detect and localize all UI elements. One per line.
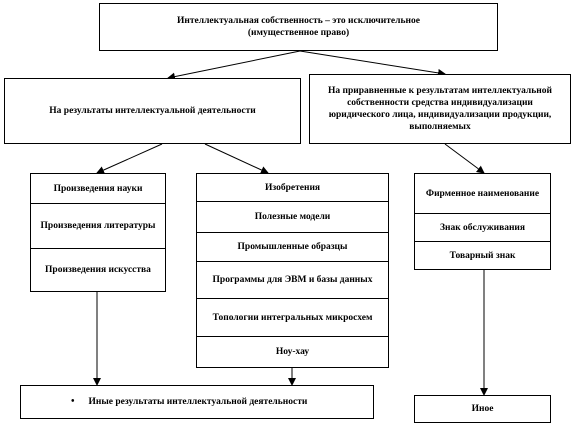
item-literature: Произведения литературы [31,204,165,249]
inventions-column: Изобретения Полезные модели Промышленные… [196,173,389,368]
item-inventions: Изобретения [197,174,388,202]
arrow-left-to-science [96,143,163,174]
item-science: Произведения науки [31,174,165,204]
right-branch-label: На приравненные к результатам интеллекту… [328,86,552,132]
other-results-label: Иные результаты интеллектуальной деятель… [88,397,308,407]
other-box: Иное [414,395,551,423]
item-art: Произведения искусства [45,265,151,275]
item-software-databases: Программы для ЭВМ и базы данных [197,262,388,299]
item-trademark: Товарный знак [449,250,516,261]
item-utility-models: Полезные модели [197,202,388,233]
bullet-icon: • [71,396,75,407]
science-column: Произведения науки Произведения литерату… [30,173,166,292]
item-company-name: Фирменное наименование [415,174,550,214]
item-service-mark: Знак обслуживания [415,214,550,242]
arrow-root-to-left [167,50,301,81]
item-industrial-designs: Промышленные образцы [197,233,388,262]
means-column: Фирменное наименование Знак обслуживания… [414,173,551,270]
left-branch-label: На результаты интеллектуальной деятельно… [49,106,256,116]
other-label: Иное [471,404,494,414]
arrow-left-to-inventions [204,143,269,174]
root-box: Интеллектуальная собственность – это иск… [99,3,498,51]
root-line-2: (имущественное право) [247,28,350,38]
item-ic-topologies: Топологии интегральных микросхем [197,299,388,337]
arrow-root-to-right [299,50,446,77]
other-results-box: • Иные результаты интеллектуальной деяте… [20,385,374,419]
right-branch-box: На приравненные к результатам интеллекту… [309,74,571,144]
item-know-how: Ноу-хау [275,347,310,357]
arrow-right-to-means [444,143,485,174]
root-line-1: Интеллектуальная собственность – это иск… [177,16,420,26]
left-branch-box: На результаты интеллектуальной деятельно… [4,78,301,144]
